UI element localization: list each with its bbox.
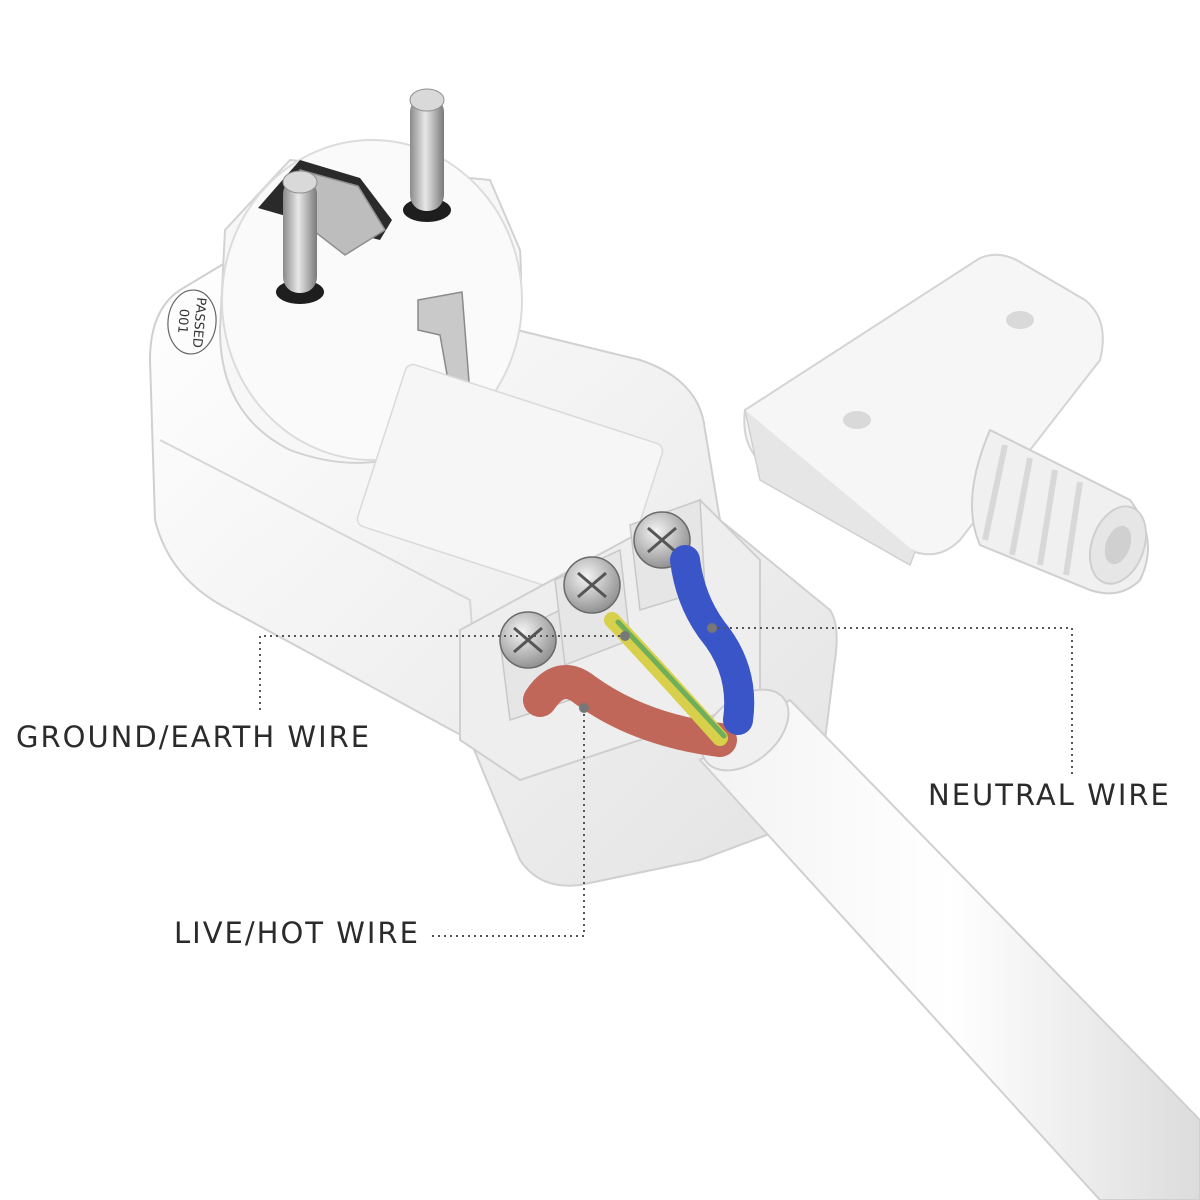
plug-cover bbox=[743, 253, 1104, 567]
earth-wire bbox=[604, 612, 728, 746]
leader-lines bbox=[259, 627, 1073, 937]
power-cable bbox=[698, 688, 1200, 1200]
marker-live bbox=[579, 703, 589, 713]
neutral-wire-label: NEUTRAL WIRE bbox=[926, 778, 1173, 812]
live-wire bbox=[523, 665, 737, 757]
leader-ground bbox=[259, 635, 625, 710]
screw-left bbox=[499, 611, 557, 669]
leader-neutral bbox=[712, 627, 1073, 776]
strain-relief-boot bbox=[971, 428, 1149, 595]
plug-pin-right bbox=[403, 88, 451, 222]
leader-live bbox=[428, 708, 585, 937]
plug-pin-left bbox=[276, 170, 324, 304]
live-wire-label: LIVE/HOT WIRE bbox=[172, 916, 422, 950]
ground-wire-label: GROUND/EARTH WIRE bbox=[14, 720, 374, 754]
svg-text:001: 001 bbox=[174, 308, 191, 334]
marker-earth bbox=[620, 631, 630, 641]
passed-stamp: PASSED 001 bbox=[167, 289, 217, 355]
screw-middle bbox=[563, 556, 621, 614]
marker-neutral bbox=[707, 623, 717, 633]
svg-text:PASSED: PASSED bbox=[189, 297, 208, 349]
